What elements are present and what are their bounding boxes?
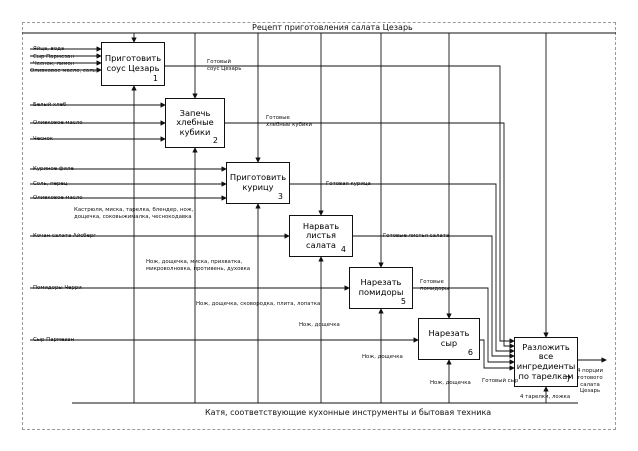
input-white-bread: Белый хлеб	[33, 102, 67, 108]
block-4-lettuce[interactable]: Нарвать листья салата 4	[289, 215, 353, 257]
block-number: 2	[212, 135, 218, 145]
output-sauce: Готовый соус Цезарь	[207, 59, 242, 72]
block-title: Приготовить курицу	[229, 172, 287, 192]
input-olive-oil-3: Оливковое масло	[33, 195, 83, 201]
output-lettuce: Готовые листья салата	[383, 233, 450, 239]
block-2-croutons[interactable]: Запечь хлебные кубики 2	[165, 98, 225, 148]
mechanism-6-tools: Нож, дощечка	[430, 380, 471, 386]
input-tomatoes: Помидоры Черри	[33, 285, 82, 291]
input-lettuce: Кочан салата Айсберг	[33, 233, 97, 239]
output-arrow-2	[225, 122, 515, 349]
output-chicken: Готовая курица	[326, 181, 371, 187]
block-1-sauce[interactable]: Приготовить соус Цезарь 1	[101, 42, 165, 86]
block-number: 5	[400, 296, 406, 306]
input-olive-oil-2: Оливковое масло	[33, 120, 83, 126]
input-salt-pepper: Соль, перец	[33, 181, 68, 187]
input-parmesan-1: Сыр Пармезан	[33, 54, 75, 60]
block-title: Нарвать листья салата	[302, 220, 340, 250]
block-title: Приготовить соус Цезарь	[104, 53, 162, 73]
block-number: 4	[340, 244, 346, 254]
output-arrow-1	[165, 65, 515, 344]
output-arrow-4	[353, 235, 515, 359]
output-final: 4 порции готового салата Цезарь	[577, 368, 604, 395]
input-eggs-water: Яйца, вода	[33, 46, 65, 52]
input-parmesan-2: Сыр Пармезан	[33, 337, 75, 343]
block-number: 1	[152, 73, 158, 83]
block-6-cheese[interactable]: Нарезать сыр 6	[418, 318, 480, 360]
block-5-tomatoes[interactable]: Нарезать помидоры 5	[349, 267, 413, 309]
output-arrow-3	[290, 183, 515, 354]
mechanism-4-tools: Нож, дощечка	[299, 322, 340, 328]
block-number: 6	[467, 347, 473, 357]
mechanism-3-tools: Нож, дощечка, сковородка, плита, лопатка	[196, 301, 321, 307]
output-arrow-5	[413, 287, 515, 365]
block-title: Разложить все ингредиенты по тарелкам	[516, 341, 576, 381]
input-garlic: Чеснок	[33, 136, 54, 142]
block-3-chicken[interactable]: Приготовить курицу 3	[226, 162, 290, 204]
input-olive-salt: Оливковое масло, соль	[30, 68, 96, 74]
block-7-plating[interactable]: Разложить все ингредиенты по тарелкам 7	[514, 337, 578, 387]
mechanism-1-tools: Кастрюля, миска, тарелка, блендер, нож, …	[74, 207, 194, 220]
output-croutons: Готовые хлебные кубики	[266, 115, 313, 128]
diagram-frame	[22, 22, 616, 430]
output-arrow-6	[480, 339, 515, 371]
diagram-title: Рецепт приготовления салата Цезарь	[252, 23, 413, 32]
output-cheese: Готовый сыр	[482, 378, 519, 384]
input-chicken: Куриное филе	[33, 166, 74, 172]
mechanism-bar-label: Катя, соответствующие кухонные инструмен…	[205, 408, 492, 417]
block-title: Нарезать сыр	[428, 328, 470, 348]
output-tomatoes: Готовые помидоры	[420, 279, 450, 292]
input-garlic-lemon: Чеснок, лимон	[33, 61, 75, 67]
block-title: Нарезать помидоры	[358, 277, 404, 297]
mechanism-5-tools: Нож, дощечка	[362, 354, 403, 360]
mechanism-2-tools: Нож, дощечка, миска, прихватка, микровол…	[146, 259, 251, 272]
block-number: 3	[277, 191, 283, 201]
block-number: 7	[565, 374, 571, 384]
mechanism-7-tools: 4 тарелки, ложка	[520, 394, 571, 400]
block-title: Запечь хлебные кубики	[176, 107, 214, 137]
